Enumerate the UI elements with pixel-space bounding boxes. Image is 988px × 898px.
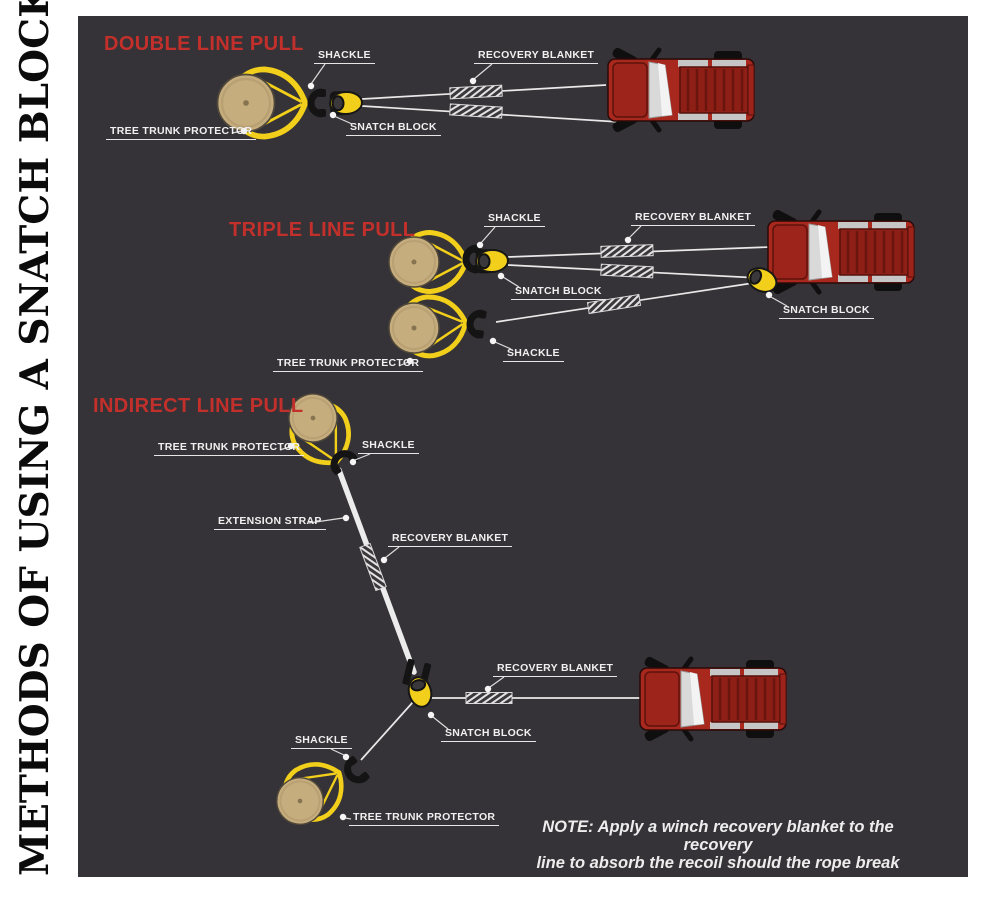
tree-indirect-bottom [265, 750, 355, 836]
winch-ropes [360, 84, 771, 761]
snatch-blocks [328, 89, 510, 708]
note-line-1: NOTE: Apply a winch recovery blanket to … [542, 818, 894, 854]
snatch-block-double [328, 89, 364, 117]
section-title-indirect-line-pull: INDIRECT LINE PULL [93, 395, 304, 417]
label-shackle-indirect-bottom: SHACKLE [291, 734, 352, 749]
section-title-double-line-pull: DOUBLE LINE PULL [104, 33, 304, 55]
label-shackle-double: SHACKLE [314, 49, 375, 64]
recovery-blanket-double-bottom [449, 103, 503, 119]
label-snatch-block-triple-right: SNATCH BLOCK [779, 304, 874, 319]
label-snatch-block-triple-left: SNATCH BLOCK [511, 285, 606, 300]
label-tree-trunk-protector-indirect-bottom: TREE TRUNK PROTECTOR [349, 811, 500, 826]
snatch-block-triple-truck [746, 267, 778, 293]
label-recovery-blanket-indirect-line: RECOVERY BLANKET [493, 662, 618, 677]
recovery-blanket-indirect-line [465, 692, 513, 704]
leader-dots [240, 77, 773, 821]
label-recovery-blanket-triple: RECOVERY BLANKET [631, 211, 756, 226]
shackle-triple-lower [468, 309, 487, 339]
shackles [311, 89, 487, 787]
snatch-block-indirect [402, 658, 433, 708]
trucks [608, 46, 914, 742]
label-extension-strap: EXTENSION STRAP [214, 515, 326, 530]
tree-triple-lower [386, 293, 469, 360]
label-recovery-blanket-indirect-strap: RECOVERY BLANKET [388, 532, 513, 547]
label-snatch-block-indirect: SNATCH BLOCK [441, 727, 536, 742]
shackle-double [311, 89, 326, 117]
label-tree-trunk-protector-indirect-top: TREE TRUNK PROTECTOR [154, 441, 305, 456]
label-shackle-triple-lower: SHACKLE [503, 347, 564, 362]
label-snatch-block-double: SNATCH BLOCK [346, 121, 441, 136]
recovery-blanket-indirect-strap [359, 542, 387, 592]
recovery-blanket-triple-2 [600, 263, 654, 279]
section-title-triple-line-pull: TRIPLE LINE PULL [229, 219, 416, 241]
recovery-blanket-triple-1 [600, 244, 654, 258]
truck-triple [768, 208, 914, 295]
recovery-blanket-triple-3 [586, 293, 642, 315]
label-shackle-indirect-top: SHACKLE [358, 439, 419, 454]
label-recovery-blanket-double: RECOVERY BLANKET [474, 49, 599, 64]
recovery-blanket-sleeves [359, 84, 654, 704]
diagram-panel [78, 16, 968, 877]
leader-lines [231, 63, 788, 820]
label-shackle-triple-upper: SHACKLE [484, 212, 545, 227]
truck-indirect [640, 655, 786, 742]
note-line-2: line to absorb the recoil should the rop… [536, 854, 900, 872]
truck-double [608, 46, 754, 133]
label-tree-trunk-protector-double: TREE TRUNK PROTECTOR [106, 125, 257, 140]
note-text: NOTE: Apply a winch recovery blanket to … [508, 818, 928, 872]
recovery-blanket-double-top [449, 84, 503, 100]
label-tree-trunk-protector-triple: TREE TRUNK PROTECTOR [273, 357, 424, 372]
snatch-block-triple-tree [474, 247, 510, 275]
rope-indirect-tree [360, 701, 414, 761]
